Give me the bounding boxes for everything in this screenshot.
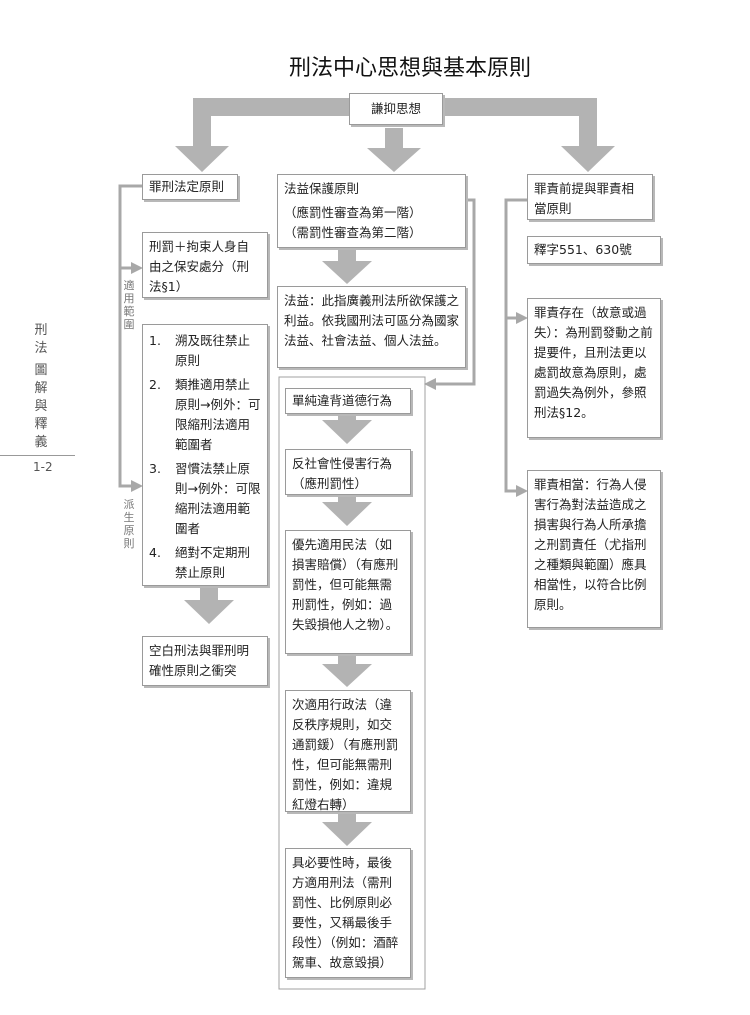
interpretation-box: 釋字551、630號 — [527, 236, 661, 264]
page-title: 刑法中心思想與基本原則 — [288, 56, 531, 81]
derived-item: 4.絕對不定期刑禁止原則 — [149, 545, 251, 580]
bracket-left — [118, 184, 143, 488]
arrow-to-right-header — [561, 146, 615, 172]
scope-box: 刑罰＋拘束人身自由之保安處分（刑法§1） — [142, 232, 268, 298]
arrow-to-left-header — [175, 146, 229, 172]
side-series-title: 圖解與釋義 — [34, 363, 48, 450]
arrowhead-scope — [131, 262, 143, 274]
conflict-box: 空白刑法與罪刑明確性原則之衝突 — [142, 636, 268, 686]
arrow-to-conflict — [184, 600, 234, 624]
scope-label: 適用範圍 — [123, 279, 135, 331]
connector-mid-5 — [338, 811, 356, 823]
connector-mid-3 — [338, 493, 356, 503]
side-book-title: 刑法 — [34, 323, 48, 356]
arrowhead-derived — [131, 480, 143, 492]
connector-drop-right — [579, 98, 597, 148]
connector-mid-1 — [338, 248, 356, 262]
bracket-right — [504, 198, 527, 493]
derived-item: 1.溯及既往禁止原則 — [149, 333, 251, 368]
step-civil-law: 優先適用民法（如損害賠償）（有應刑罰性，但可能無需刑罰性，例如：過失毀損他人之物… — [285, 530, 411, 654]
connector-mid-2 — [338, 412, 356, 422]
arrowhead-morality — [424, 378, 436, 390]
step-antisocial: 反社會性侵害行為（應刑罰性） — [285, 449, 411, 495]
page-number: 1-2 — [33, 460, 53, 474]
step-administrative-law: 次適用行政法（違反秩序規則，如交通罰鍰）（有應刑罰性，但可能無需刑罰性，例如：違… — [285, 690, 411, 812]
connector-bar-right — [443, 98, 597, 116]
arrow-to-step4 — [322, 664, 372, 687]
middle-sub2: （需罰性審查為第二階） — [284, 225, 422, 240]
connector-left-conflict — [200, 587, 218, 601]
arrow-to-step2 — [322, 420, 372, 444]
culpability-equivalence-box: 罪責相當：行為人侵害行為對法益造成之損害與行為人所承擔之刑罰責任（尤指刑之種類與… — [527, 470, 661, 628]
connector-mid-4 — [338, 653, 356, 665]
left-header: 罪刑法定原則 — [142, 174, 238, 200]
page-divider — [0, 455, 75, 456]
culpability-existence-box: 罪責存在（故意或過失）：為刑罰發動之前提要件，且刑法更以處罰故意為原則，處罰過失… — [527, 298, 661, 438]
arrowhead-existence — [516, 312, 528, 324]
root-box: 謙抑思想 — [349, 93, 443, 125]
middle-header: 法益保護原則 — [284, 181, 360, 196]
arrow-to-definition — [322, 261, 372, 284]
definition-box: 法益：此指廣義刑法所欲保護之利益。依我國刑法可區分為國家法益、社會法益、個人法益… — [277, 286, 466, 368]
connector-drop-left — [193, 98, 211, 148]
derived-item: 3.習慣法禁止原則→例外：可限縮刑法適用範圍者 — [149, 461, 261, 536]
arrow-to-middle-header — [367, 148, 421, 172]
middle-sub1: （應罰性審查為第一階） — [284, 205, 422, 220]
right-header: 罪責前提與罪責相當原則 — [527, 174, 653, 220]
connector-bar-left — [193, 98, 349, 116]
connector-to-morality — [435, 198, 476, 386]
step-morality: 單純違背道德行為 — [285, 388, 411, 414]
arrowhead-equivalence — [516, 485, 528, 497]
arrow-to-step3 — [322, 502, 372, 526]
steps-frame — [278, 376, 426, 990]
derived-item: 2.類推適用禁止原則→例外：可限縮刑法適用範圍者 — [149, 377, 261, 452]
derived-label: 派生原則 — [123, 498, 135, 550]
step-criminal-law: 具必要性時，最後方適用刑法（需刑罰性、比例原則必要性，又稱最後手段性）（例如：酒… — [285, 848, 411, 978]
derived-principles-box: 1.溯及既往禁止原則 2.類推適用禁止原則→例外：可限縮刑法適用範圍者 3.習慣… — [142, 324, 268, 586]
arrow-to-step5 — [322, 822, 372, 846]
connector-drop-middle — [385, 128, 403, 150]
middle-header-box: 法益保護原則 （應罰性審查為第一階） （需罰性審查為第二階） — [277, 174, 466, 248]
